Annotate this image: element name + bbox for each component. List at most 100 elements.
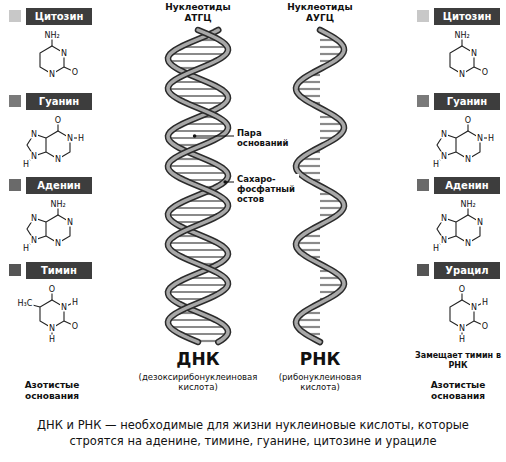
sugar-phosphate-backbone [168,30,228,342]
atom-label: O [481,68,489,77]
atom-label: N [48,70,56,79]
base-name-box: Гуанин [26,93,92,110]
base-name: Тимин [41,265,77,276]
base-name: Цитозин [443,11,492,22]
color-square [417,179,429,191]
color-square [417,10,429,22]
atom-label: N [440,214,448,223]
sugar-phosphate-backbone [296,30,344,342]
base-name-box: Аденин [26,177,92,194]
backbone-outline [168,30,228,342]
atom-label: O [54,116,62,125]
base-name: Урацил [445,265,488,276]
base-name: Аденин [37,180,80,191]
text-label: Азотистые основания [413,380,503,402]
text-label: Замещает тимин в РНК [412,351,504,370]
atom-label: N [458,70,466,79]
color-square [417,264,429,276]
atom-label: H [458,335,466,344]
atom-label: N [54,239,62,248]
atom-label: O [71,68,79,77]
atom-label: O [464,116,472,125]
atom-label: O [71,322,79,331]
atom-label: N [476,134,484,143]
atom-label: H [481,298,489,307]
base-pair [170,53,226,55]
text-label: (дезоксирибонуклеиновая кислота) [131,372,265,392]
base-pair [172,172,227,174]
base [296,165,320,167]
color-square [9,95,21,107]
atom-label: H₃C [17,299,34,308]
base-name-box: Гуанин [434,93,500,110]
text-label: (рибонуклеиновая кислота) [270,372,370,392]
atom-label: H [71,298,79,307]
base-name-box: Тимин [26,262,92,279]
atom-label: N [54,155,62,164]
atom-label: NH₂ [49,200,66,209]
acid-name: РНК [275,349,365,369]
backbone-outline [168,30,228,342]
base-name-box: Цитозин [26,8,92,25]
atom-label: N [440,236,448,245]
atom-label: N [464,155,472,164]
color-square [9,179,21,191]
base-name-box: Урацил [434,262,500,279]
atom-label: NH₂ [459,200,476,209]
atom-label: H [77,134,85,143]
atom-label: N [30,152,38,161]
base-name: Аденин [445,180,488,191]
atom-label: H [487,134,495,143]
atom-label: N [66,134,74,143]
atom-label: O [481,322,489,331]
atom-label: H [48,335,56,344]
atom-label: N [60,49,68,58]
caption: ДНК и РНК — необходимые для жизни нуклеи… [18,418,488,449]
base-pair [172,207,227,209]
base [296,88,320,90]
atom-label: N [458,324,466,333]
base-name: Гуанин [39,96,79,107]
text-label: Азотистые основания [7,380,97,402]
atom-label: N [66,218,74,227]
atom-label: N [48,324,56,333]
atom-label: NH₂ [43,31,60,40]
color-square [9,264,21,276]
atom-label: O [48,285,56,294]
atom-label: N [440,152,448,161]
atom-label: N [470,303,478,312]
leader-dot [223,180,227,184]
atom-label: N [30,214,38,223]
base-pair [171,249,227,251]
atom-label: H [432,244,440,253]
base-pair [170,326,226,328]
text-label: Сахаро-фосфатный остов [237,174,299,205]
atom-label: O [458,285,466,294]
base-name: Цитозин [35,11,84,22]
atom-label: N [30,130,38,139]
atom-label: N [60,303,68,312]
base-pair [173,95,227,97]
acid-name: ДНК [153,349,243,369]
atom-label: H [22,244,30,253]
base-name-box: Цитозин [434,8,500,25]
atom-label: NH₂ [453,31,470,40]
atom-label: H [22,160,30,169]
color-square [417,95,429,107]
base-name: Гуанин [447,96,487,107]
color-square [9,10,21,22]
sugar-phosphate-backbone [168,30,228,342]
atom-label: N [30,236,38,245]
leader-dot [193,134,197,138]
base-pair [171,130,227,132]
backbone-outline [296,30,344,342]
atom-label: N [470,49,478,58]
leader-line [195,136,234,137]
text-label: Пара оснований [237,128,295,148]
atom-label: N [476,218,484,227]
atom-label: N [464,239,472,248]
atom-label: N [440,130,448,139]
base-name-box: Аденин [434,177,500,194]
base-pair [174,284,228,286]
atom-label: H [432,160,440,169]
